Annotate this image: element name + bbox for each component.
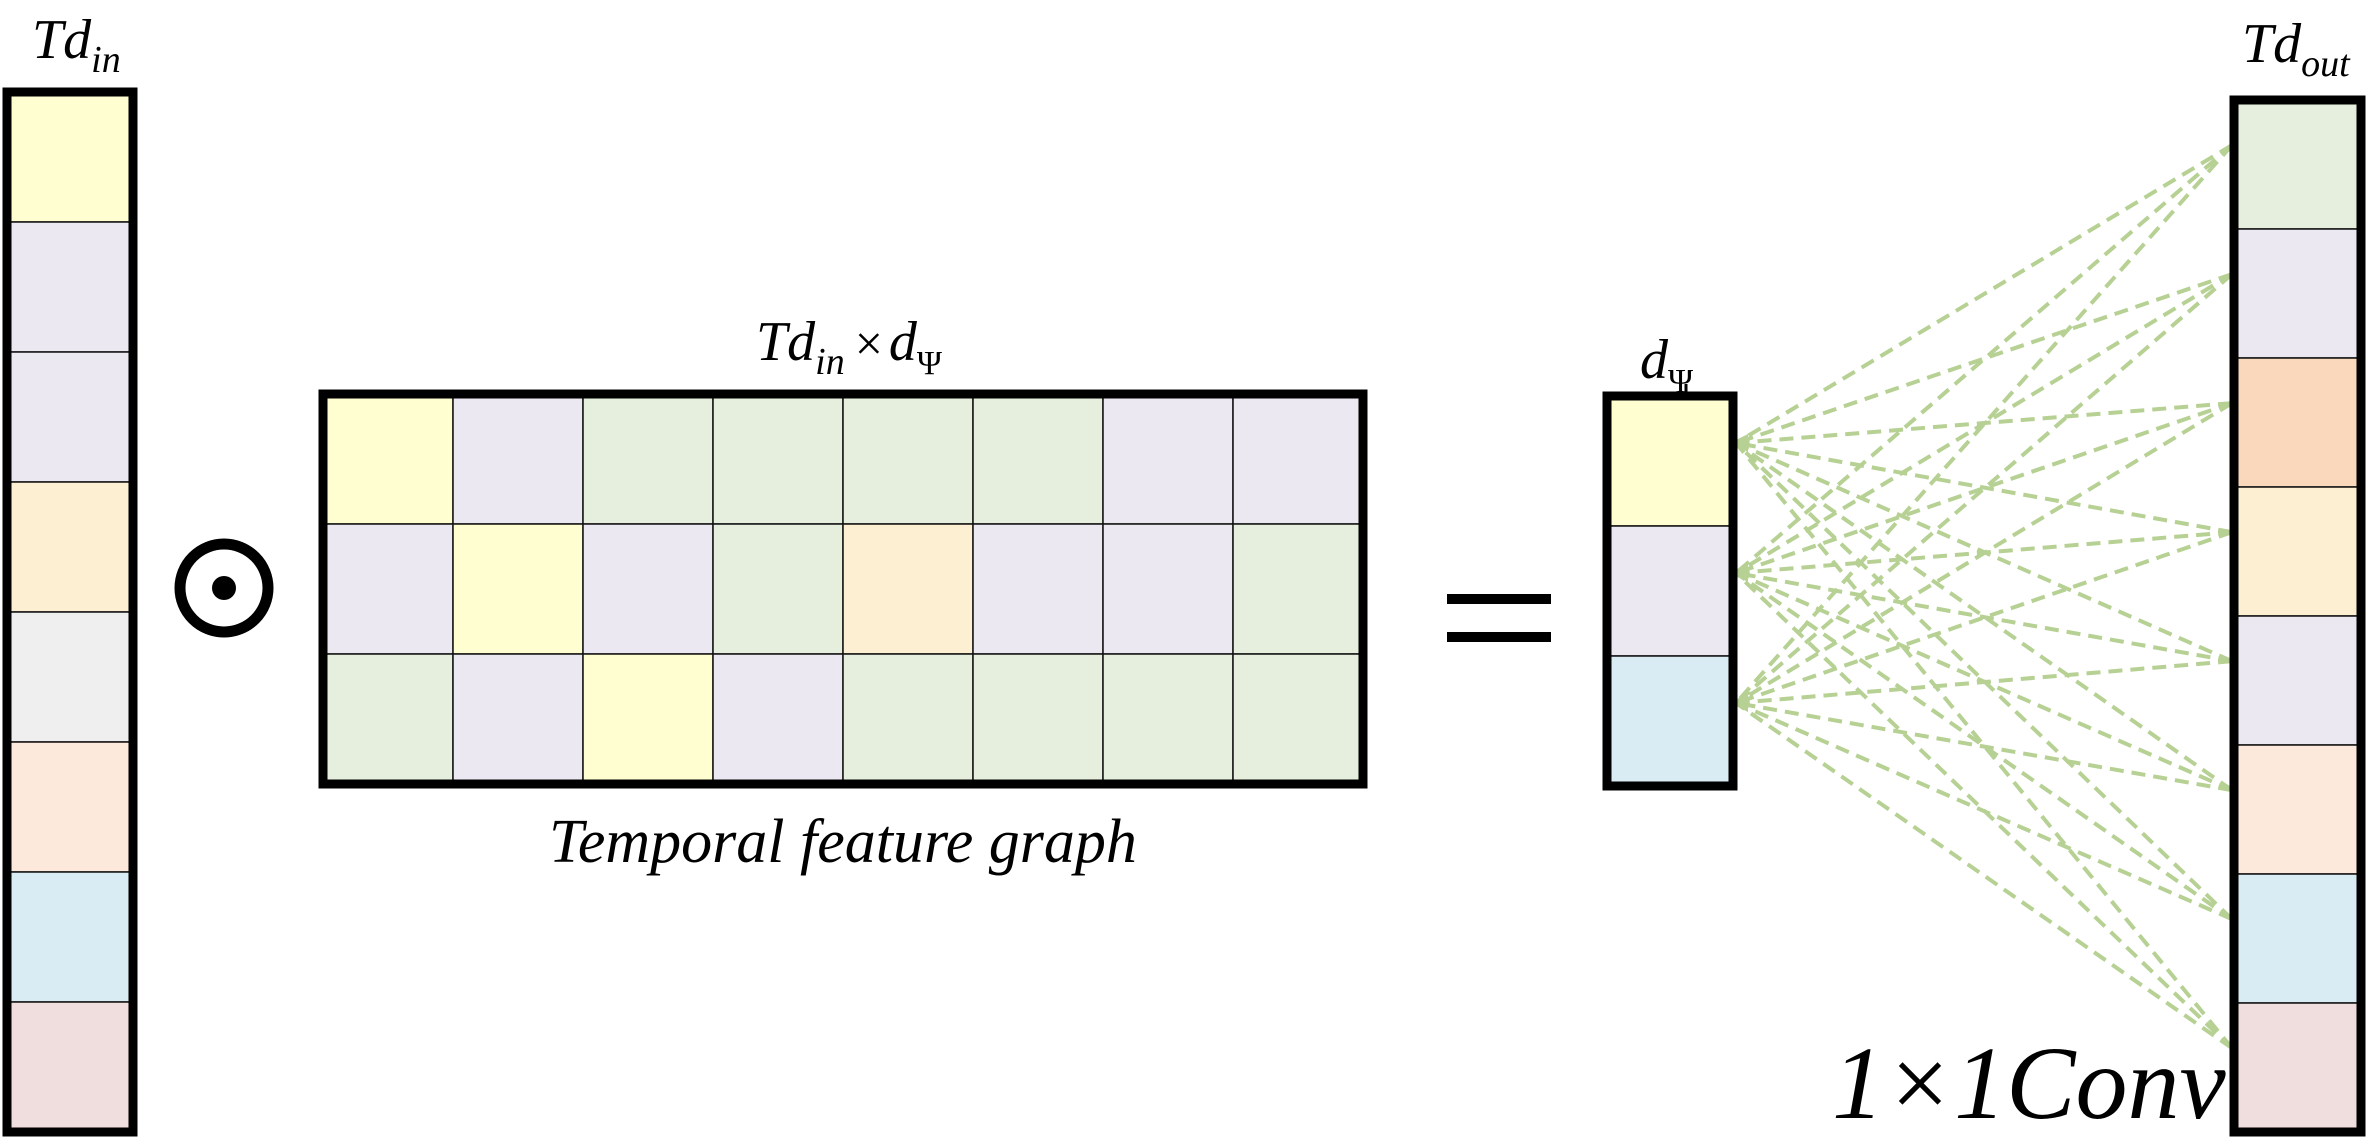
- td-in-cell: [6, 741, 134, 873]
- matrix-cell: [712, 393, 844, 525]
- matrix-cell: [582, 523, 714, 655]
- conv-connection-line: [1735, 571, 2233, 664]
- td-out-vector: [2229, 95, 2366, 1137]
- td-out-cell: [2233, 615, 2362, 746]
- matrix-cell: [712, 653, 844, 785]
- td-in-cell: [6, 351, 134, 483]
- matrix-cell: [972, 653, 1104, 785]
- matrix-cell: [322, 523, 454, 655]
- matrix-cell: [1102, 653, 1234, 785]
- td-out-cell: [2233, 357, 2362, 488]
- td-in-label: Tdin: [32, 9, 121, 81]
- d-psi-cell: [1606, 655, 1734, 787]
- d-psi-label: dΨ: [1640, 329, 1693, 400]
- d-psi-cell: [1606, 395, 1734, 527]
- td-out-cell: [2233, 744, 2362, 875]
- arrowhead-icon: [1730, 694, 1748, 712]
- conv-connection-line: [1734, 143, 2234, 445]
- matrix-cell: [452, 523, 584, 655]
- matrix-cell: [1232, 523, 1364, 655]
- matrix-cell: [322, 393, 454, 525]
- arrowhead-icon: [1730, 564, 1748, 582]
- matrix-cell: [842, 523, 974, 655]
- matrix-cell: [582, 393, 714, 525]
- td-in-cell: [6, 1001, 134, 1133]
- matrix-cell: [972, 523, 1104, 655]
- matrix-cell: [452, 653, 584, 785]
- matrix-caption: Temporal feature graph: [549, 808, 1137, 876]
- matrix-cell: [1232, 393, 1364, 525]
- matrix-cell: [1102, 523, 1234, 655]
- matrix-cell: [972, 393, 1104, 525]
- td-in-cell: [6, 221, 134, 353]
- td-in-cell: [6, 91, 134, 223]
- matrix-cell: [712, 523, 844, 655]
- conv-connection-lines: [1730, 143, 2234, 1050]
- matrix-title: Tdin×dΨ: [756, 311, 942, 383]
- td-out-cell: [2233, 1002, 2362, 1133]
- matrix-cell: [1232, 653, 1364, 785]
- conv-connection-line: [1734, 571, 2234, 1050]
- td-out-cell: [2233, 486, 2362, 617]
- td-out-cell: [2233, 99, 2362, 230]
- conv-label: 1×1Conv: [1832, 1026, 2227, 1141]
- td-out-cell: [2233, 228, 2362, 359]
- td-in-cell: [6, 871, 134, 1003]
- conv-connection-line: [1735, 701, 2233, 793]
- td-in-cell: [6, 481, 134, 613]
- td-in-cell: [6, 611, 134, 743]
- d-psi-vector: [1602, 384, 1738, 791]
- td-in-vector: [2, 87, 138, 1137]
- conv-connection-line: [1735, 401, 2233, 445]
- conv-connection-line: [1734, 441, 2234, 792]
- temporal-feature-matrix: [318, 389, 1368, 789]
- conv-connection-line: [1734, 143, 2234, 575]
- conv-connection-line: [1735, 441, 2233, 535]
- conv-connection-line: [1734, 701, 2234, 1050]
- matrix-cell: [842, 653, 974, 785]
- arrowhead-icon: [1730, 434, 1748, 452]
- td-out-cell: [2233, 873, 2362, 1004]
- conv-connection-line: [1735, 272, 2233, 445]
- conv-connection-line: [1734, 441, 2234, 921]
- hadamard-operator-icon: [174, 538, 274, 638]
- matrix-cell: [322, 653, 454, 785]
- matrix-cell: [1102, 393, 1234, 525]
- conv-connection-line: [1735, 441, 2233, 663]
- d-psi-cell: [1606, 525, 1734, 657]
- conv-connection-line: [1734, 571, 2234, 921]
- matrix-cell: [452, 393, 584, 525]
- equals-operator-icon: [1447, 594, 1551, 642]
- matrix-cell: [582, 653, 714, 785]
- td-out-label: Tdout: [2242, 13, 2351, 85]
- matrix-cell: [842, 393, 974, 525]
